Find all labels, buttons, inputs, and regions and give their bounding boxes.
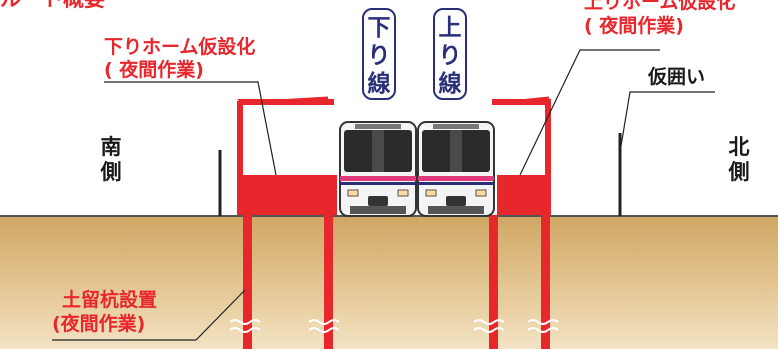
retaining-pile-note: (夜間作業) [52, 313, 146, 335]
down-line-train [339, 121, 417, 217]
heading-partial: ルート概要 [0, 0, 105, 11]
up-line-sign: 上り線 [433, 8, 467, 100]
leader-lines [52, 49, 715, 341]
down-platform-note: ( 夜間作業) [104, 59, 204, 81]
down-temporary-platform [237, 96, 337, 349]
up-platform-label: 上りホーム仮設化 [584, 0, 736, 13]
ground-soil [0, 216, 778, 349]
pile-break-marks [229, 319, 559, 333]
up-platform-note: ( 夜間作業) [584, 15, 684, 37]
north-side-label: 北側 [728, 135, 750, 184]
up-line-train [417, 121, 495, 217]
down-platform-label: 下りホーム仮設化 [104, 36, 256, 58]
temporary-fence-label: 仮囲い [648, 66, 706, 88]
retaining-pile-label: 土留杭設置 [62, 289, 158, 311]
down-line-sign: 下り線 [362, 8, 396, 100]
south-side-label: 南側 [100, 135, 122, 184]
up-temporary-platform [489, 96, 551, 349]
